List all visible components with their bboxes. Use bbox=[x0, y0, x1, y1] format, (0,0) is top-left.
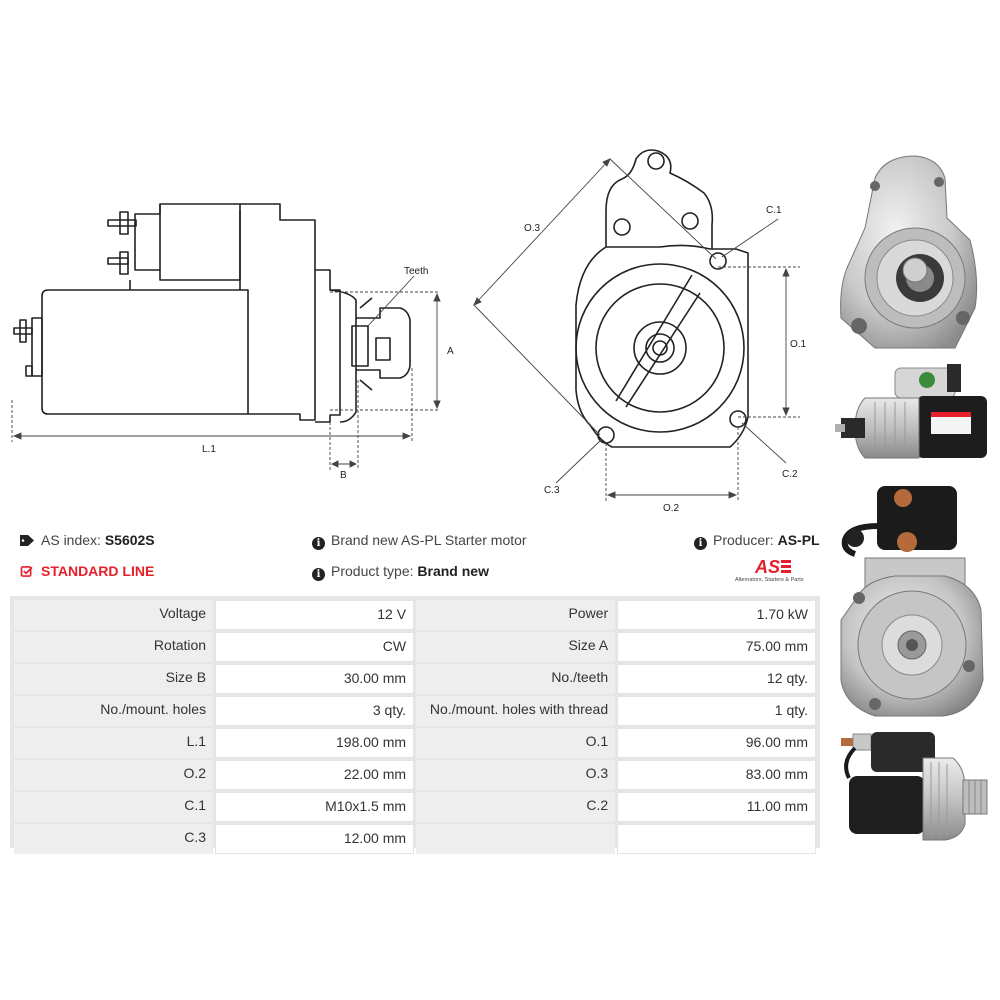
dimension-l1-label: L.1 bbox=[202, 444, 216, 455]
spec-value: 12 V bbox=[215, 600, 415, 630]
as-index-label: AS index: bbox=[41, 532, 101, 548]
spec-label: Power bbox=[416, 600, 616, 630]
as-index-value: S5602S bbox=[104, 532, 155, 548]
producer-value: AS-PL bbox=[777, 532, 820, 548]
dimension-c3-label: C.3 bbox=[544, 485, 560, 496]
product-type-value: Brand new bbox=[417, 563, 489, 579]
spec-value: 22.00 mm bbox=[215, 760, 415, 790]
producer: i Producer: AS-PL bbox=[694, 532, 820, 550]
standard-line: STANDARD LINE bbox=[20, 563, 154, 579]
product-photo-rear bbox=[840, 486, 984, 717]
standard-line-label: STANDARD LINE bbox=[41, 563, 155, 579]
spec-label: No./mount. holes bbox=[14, 696, 214, 726]
logo-text: AS bbox=[755, 557, 781, 577]
spec-value: 30.00 mm bbox=[215, 664, 415, 694]
spec-label: O.1 bbox=[416, 728, 616, 758]
dimension-c1-label: C.1 bbox=[766, 205, 782, 216]
spec-value: 96.00 mm bbox=[617, 728, 816, 758]
spec-label: Voltage bbox=[14, 600, 214, 630]
spec-label: Size A bbox=[416, 632, 616, 662]
spec-value: 75.00 mm bbox=[617, 632, 816, 662]
info-icon: i bbox=[694, 537, 707, 550]
logo-tagline: Alternators, Starters & Parts bbox=[735, 577, 804, 583]
spec-value: 1.70 kW bbox=[617, 600, 816, 630]
checkbox-icon bbox=[20, 566, 33, 577]
spec-label: No./teeth bbox=[416, 664, 616, 694]
product-photo-side-2 bbox=[841, 732, 988, 841]
spec-label: O.2 bbox=[14, 760, 214, 790]
producer-label: Producer: bbox=[713, 532, 774, 548]
dimension-a-label: A bbox=[447, 346, 454, 357]
spec-label: C.1 bbox=[14, 792, 214, 822]
spec-value bbox=[617, 824, 816, 854]
spec-label: Rotation bbox=[14, 632, 214, 662]
spec-value: CW bbox=[215, 632, 415, 662]
tag-icon bbox=[20, 535, 34, 546]
front-view-drawing: O.3 O.1 O.2 C.1 C.2 C.3 bbox=[473, 149, 807, 514]
description-text: Brand new AS-PL Starter motor bbox=[331, 532, 527, 548]
side-view-drawing: Teeth A B L.1 bbox=[11, 203, 454, 481]
spec-value: 83.00 mm bbox=[617, 760, 816, 790]
spec-value: M10x1.5 mm bbox=[215, 792, 415, 822]
spec-value: 1 qty. bbox=[617, 696, 816, 726]
dimension-b-label: B bbox=[340, 470, 347, 481]
spec-label: No./mount. holes with thread bbox=[416, 696, 616, 726]
spec-label: L.1 bbox=[14, 728, 214, 758]
info-icon: i bbox=[312, 568, 325, 581]
product-photo-front bbox=[840, 155, 978, 349]
spec-value: 198.00 mm bbox=[215, 728, 415, 758]
spec-label: C.3 bbox=[14, 824, 214, 854]
dimension-o3-label: O.3 bbox=[524, 223, 541, 234]
spec-value: 12 qty. bbox=[617, 664, 816, 694]
spec-value: 12.00 mm bbox=[215, 824, 415, 854]
as-pl-logo: AS Alternators, Starters & Parts bbox=[735, 557, 819, 587]
dimension-o1-label: O.1 bbox=[790, 339, 807, 350]
product-photo-side bbox=[835, 364, 987, 459]
as-index: AS index: S5602S bbox=[20, 532, 155, 548]
dimension-o2-label: O.2 bbox=[663, 503, 680, 514]
product-type-label: Product type: bbox=[331, 563, 414, 579]
teeth-label: Teeth bbox=[404, 266, 428, 277]
spec-label: C.2 bbox=[416, 792, 616, 822]
description: i Brand new AS-PL Starter motor bbox=[312, 532, 527, 550]
spec-label bbox=[416, 824, 616, 854]
info-icon: i bbox=[312, 537, 325, 550]
spec-value: 3 qty. bbox=[215, 696, 415, 726]
product-type: i Product type: Brand new bbox=[312, 563, 489, 581]
dimension-c2-label: C.2 bbox=[782, 469, 798, 480]
spec-label: Size B bbox=[14, 664, 214, 694]
spec-label: O.3 bbox=[416, 760, 616, 790]
spec-value: 11.00 mm bbox=[617, 792, 816, 822]
